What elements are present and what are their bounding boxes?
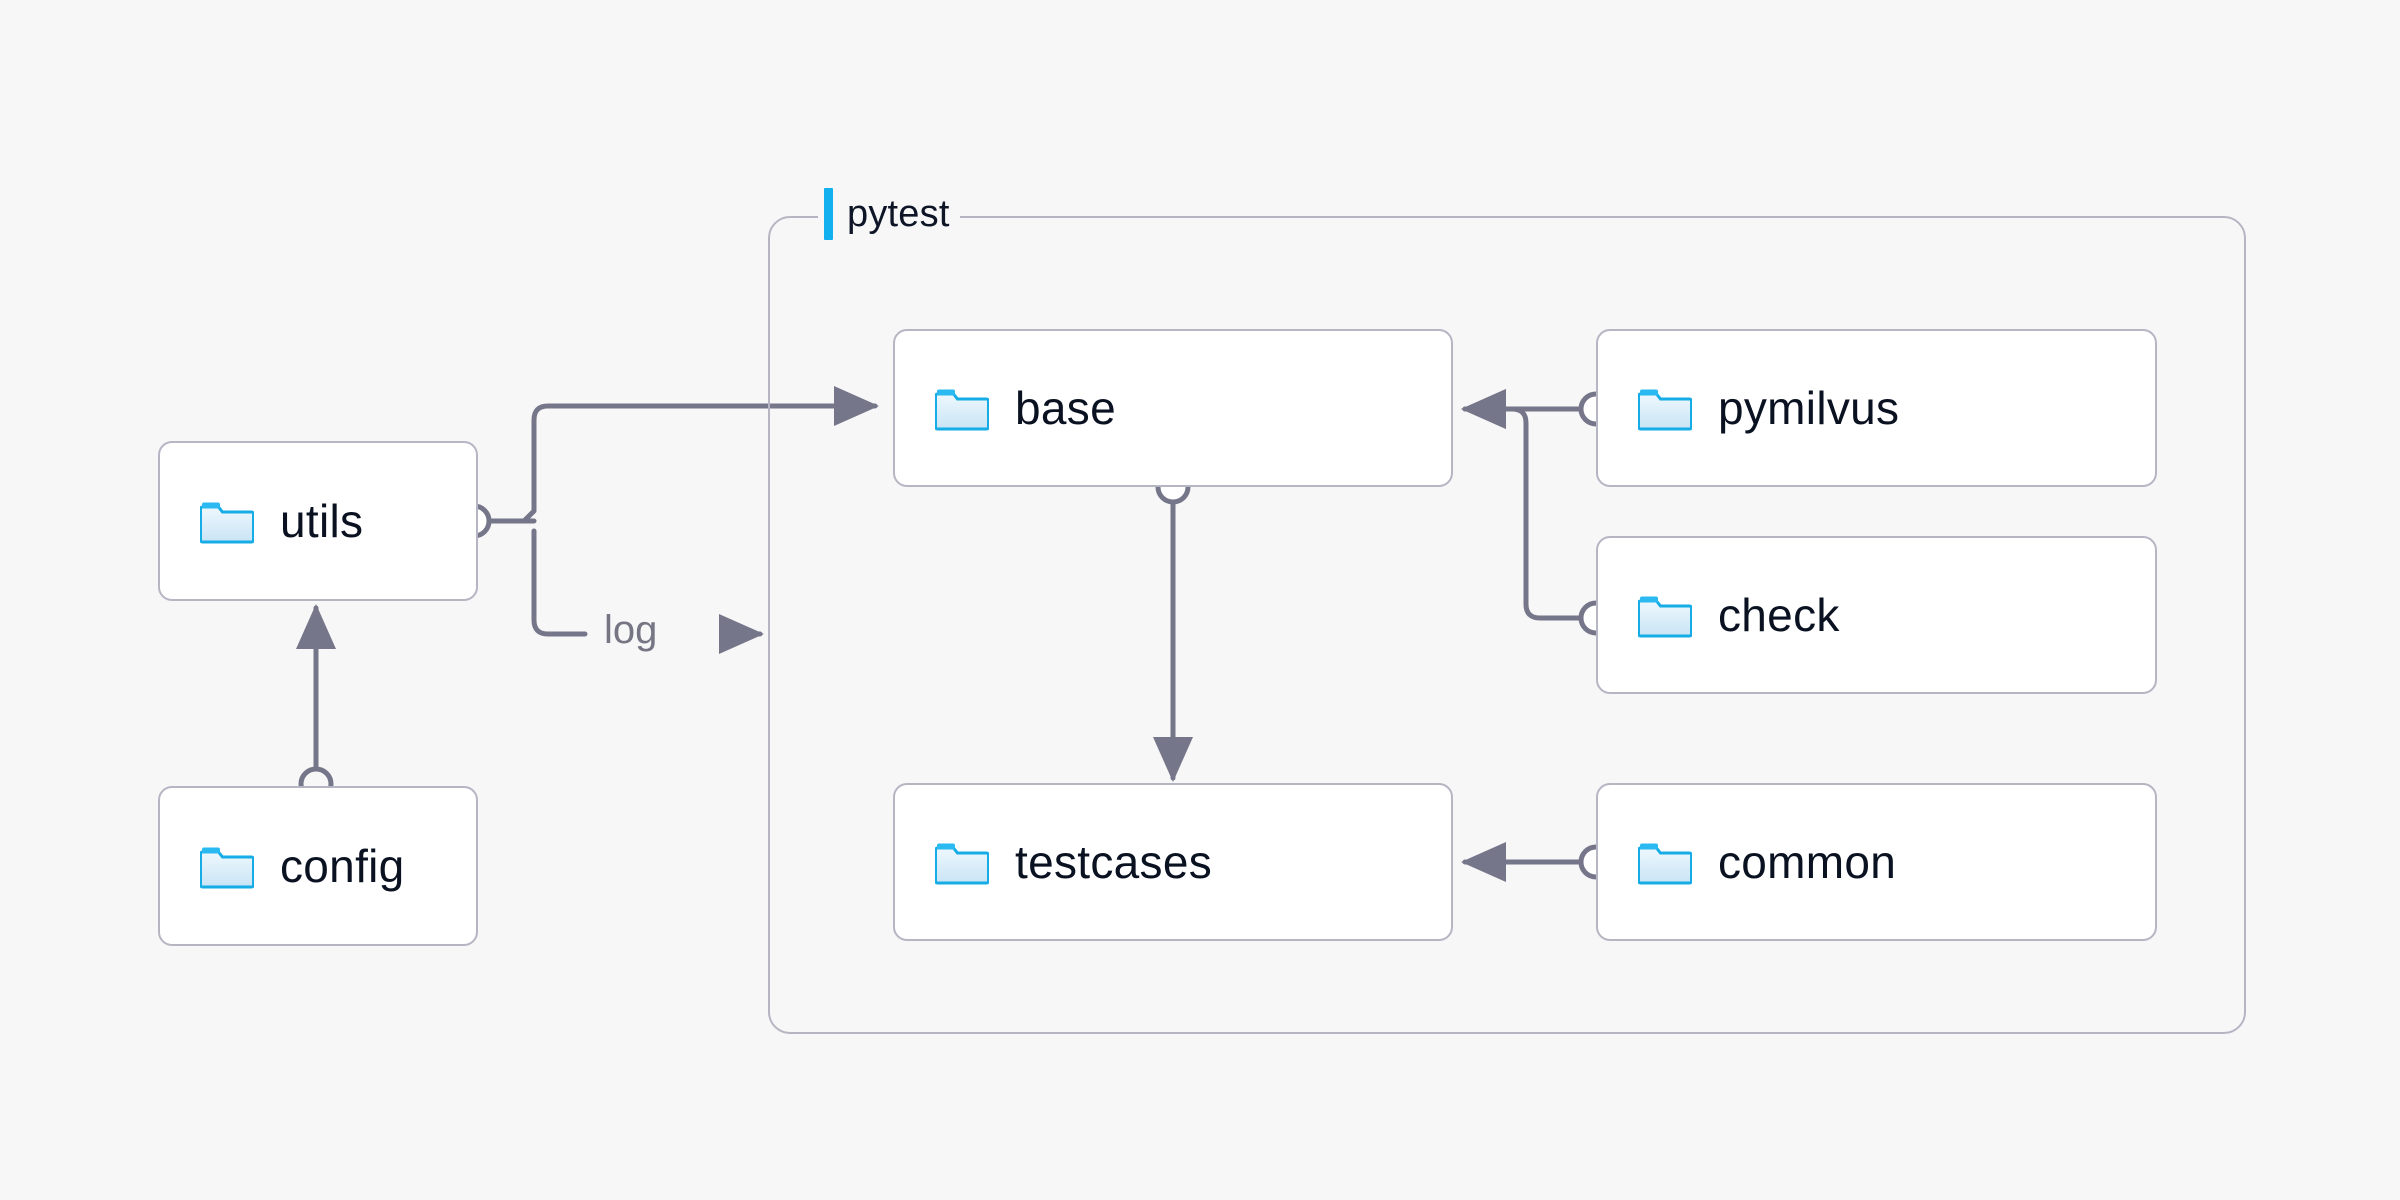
folder-icon [1638, 843, 1692, 885]
node-base[interactable]: base [893, 329, 1453, 487]
node-base-label: base [1015, 382, 1116, 434]
folder-icon [200, 847, 254, 889]
folder-icon [1638, 389, 1692, 431]
node-config-label: config [280, 840, 405, 892]
node-check-label: check [1718, 589, 1840, 641]
node-pymilvus-label: pymilvus [1718, 382, 1900, 434]
node-testcases[interactable]: testcases [893, 783, 1453, 941]
edge-utils-log [531, 528, 588, 637]
node-utils-label: utils [280, 495, 364, 547]
folder-icon [935, 389, 989, 431]
edge-config-utils [296, 603, 336, 802]
group-pytest-label-wrap: pytest [818, 188, 960, 240]
node-common-label: common [1718, 836, 1897, 888]
group-pytest-label: pytest [847, 192, 950, 235]
node-testcases-label: testcases [1015, 836, 1213, 888]
folder-icon [1638, 596, 1692, 638]
group-pytest [768, 216, 2246, 1034]
node-pymilvus[interactable]: pymilvus [1596, 329, 2157, 487]
folder-icon [935, 843, 989, 885]
node-utils[interactable]: utils [158, 441, 478, 601]
node-config[interactable]: config [158, 786, 478, 946]
group-accent-bar [824, 188, 833, 240]
node-check[interactable]: check [1596, 536, 2157, 694]
edge-label-log: log [604, 608, 658, 652]
node-common[interactable]: common [1596, 783, 2157, 941]
folder-icon [200, 502, 254, 544]
